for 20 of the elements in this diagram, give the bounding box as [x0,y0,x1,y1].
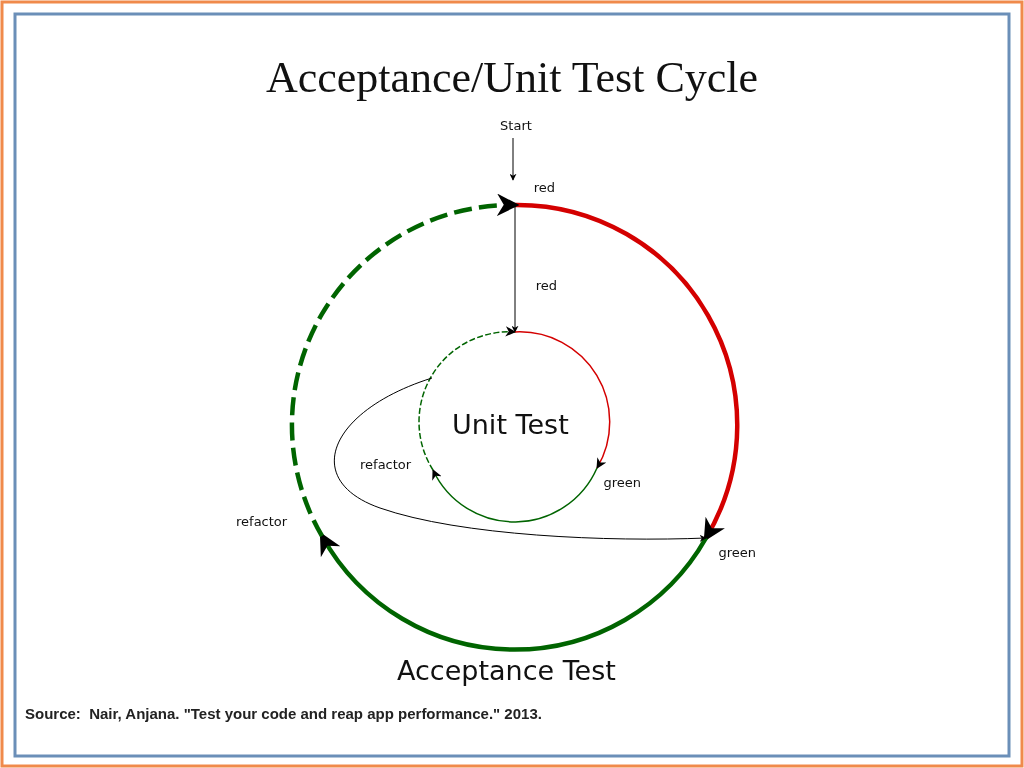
diagram-label: Acceptance Test [397,655,616,686]
dashed-arrow [418,326,517,471]
arrow [334,377,707,542]
dashed-arrow [289,194,520,537]
state-label: red [505,180,555,205]
state-label: green [706,538,756,560]
arc-arrow [514,331,611,469]
state-label: refactor [236,514,322,536]
state-label: Start [496,118,536,138]
state-label: green [597,468,641,490]
state-label: refactor [360,376,433,472]
arrow [509,137,517,181]
arrow [511,205,519,333]
source-note: Source: Nair, Anjana. "Test your code and reap app performance." 2013. [25,705,542,722]
state-label: red [515,278,557,332]
title: Acceptance/Unit Test Cycle [264,52,760,103]
arc-arrow [432,467,598,523]
arc-arrow [514,202,740,542]
diagram-label: Unit Test [452,409,569,440]
arc-arrow [319,532,708,652]
